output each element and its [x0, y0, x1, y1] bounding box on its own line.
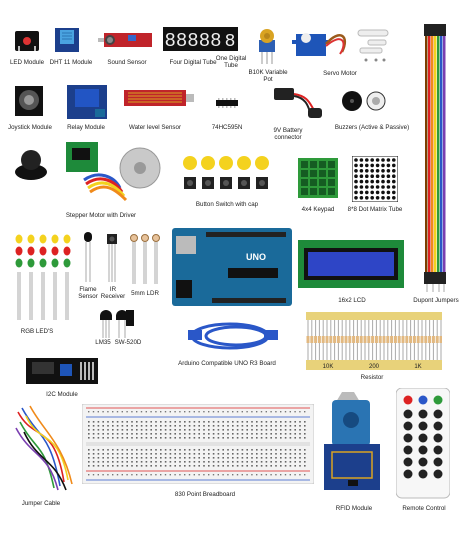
usb-cable — [186, 316, 282, 356]
caption-i2c: I2C Module — [46, 391, 78, 398]
sound-sensor — [98, 30, 154, 50]
button-switches — [180, 153, 276, 195]
caption-resistor: Resistor — [360, 374, 384, 381]
breadboard — [82, 404, 314, 484]
caption-led-module: LED Module — [9, 59, 45, 66]
resistor-1k-label: 1K — [414, 364, 421, 370]
four-digit-tube: 88888 — [163, 27, 223, 51]
caption-uno: Arduino Compatible UNO R3 Board — [178, 360, 276, 367]
caption-rfid: RFID Module — [335, 505, 373, 512]
ldr-photoresistors — [128, 234, 162, 286]
caption-water: Water level Sensor — [128, 124, 182, 131]
caption-relay: Relay Module — [67, 124, 105, 131]
dht11-module — [54, 26, 80, 54]
remote-control — [396, 388, 450, 500]
caption-four-digit: Four Digital Tube — [169, 59, 217, 66]
caption-joystick: Joystick Module — [7, 124, 53, 131]
potentiometer — [256, 26, 278, 66]
caption-sound-sensor: Sound Sensor — [107, 59, 147, 66]
caption-one-digit: One Digital Tube — [215, 55, 247, 69]
ic-74hc595n — [216, 98, 238, 108]
flame-sensor — [82, 232, 94, 284]
lcd-16x2 — [298, 240, 404, 288]
rfid-module — [324, 392, 384, 494]
caption-ir: IR Receiver — [100, 286, 126, 300]
resistor-200-label: 200 — [369, 364, 380, 370]
caption-jumper: Jumper Cable — [21, 500, 61, 507]
caption-battery: 9V Battery connector — [273, 127, 303, 141]
caption-sw520d: SW-520D — [114, 339, 142, 346]
joystick-module — [14, 85, 44, 119]
caption-ldr: 5mm LDR — [131, 290, 159, 297]
caption-dupont: Dupont Jumpers — [413, 297, 459, 304]
keypad-4x4 — [298, 158, 338, 200]
rgb-leds — [12, 232, 74, 322]
caption-stepper: Stepper Motor with Driver — [65, 212, 137, 219]
caption-buzzers: Buzzers (Active & Passive) — [334, 124, 410, 131]
battery-connector — [270, 84, 326, 124]
led-module — [14, 30, 40, 52]
caption-matrix: 8*8 Dot Matrix Tube — [347, 206, 403, 213]
jumper-cable — [14, 402, 76, 492]
caption-rgb: RGB LED'S — [20, 328, 54, 335]
uno-logo: UNO — [246, 252, 266, 262]
caption-lcd: 16x2 LCD — [338, 297, 366, 304]
resistors: 10K 200 1K — [306, 312, 442, 372]
ir-receiver — [105, 234, 119, 284]
water-level-sensor — [124, 88, 196, 108]
caption-breadboard: 830 Point Breadboard — [174, 491, 236, 498]
caption-remote: Remote Control — [402, 505, 446, 512]
joystick-cap — [14, 148, 48, 182]
stepper-motor — [64, 140, 164, 210]
one-digit-readout: 8 — [225, 32, 236, 51]
caption-flame: Flame Sensor — [78, 286, 98, 300]
caption-keypad: 4x4 Keypad — [301, 206, 335, 213]
caption-ic: 74HC595N — [211, 124, 243, 131]
caption-servo: Servo Motor — [323, 70, 357, 77]
servo-horns — [356, 26, 392, 66]
buzzers — [338, 86, 388, 116]
i2c-module — [26, 358, 98, 384]
dot-matrix — [352, 156, 398, 202]
four-digit-readout: 88888 — [164, 30, 221, 51]
caption-dht11: DHT 11 Module — [49, 59, 93, 66]
dupont-jumpers — [424, 24, 446, 292]
relay-module — [67, 85, 107, 119]
one-digit-tube: 8 — [222, 27, 238, 51]
servo-motor — [292, 24, 354, 66]
caption-pot: B10K Variable Pot — [248, 69, 288, 83]
caption-button: Button Switch with cap — [195, 201, 259, 208]
lm35-sensors — [98, 308, 138, 342]
arduino-uno: UNO — [172, 228, 292, 306]
caption-lm35: LM35 — [95, 339, 111, 346]
resistor-10k-label: 10K — [323, 364, 334, 370]
